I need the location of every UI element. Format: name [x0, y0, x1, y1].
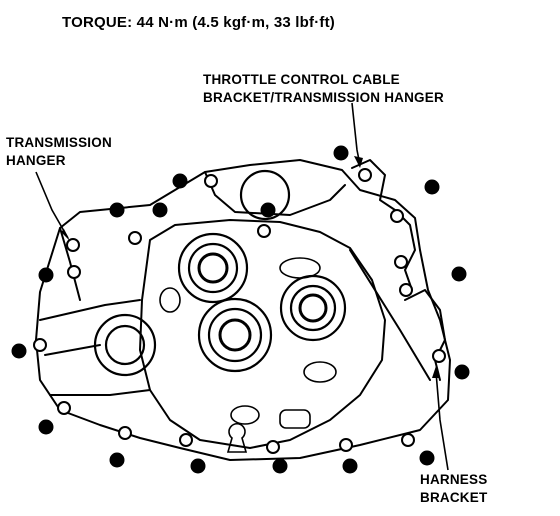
boss-5	[33, 338, 47, 352]
leader-throttle	[351, 102, 361, 166]
throttle-callout-line2: BRACKET/TRANSMISSION HANGER	[203, 90, 444, 105]
hanger-callout-line2: HANGER	[6, 153, 66, 168]
boss-1	[66, 238, 80, 252]
bolt-8	[454, 364, 470, 380]
boss-9	[257, 224, 271, 238]
passage-2	[303, 361, 337, 383]
bolt-7	[451, 266, 467, 282]
boss-11	[339, 438, 353, 452]
case-inner-outline	[139, 219, 386, 449]
bolt-10	[11, 343, 27, 359]
boss-17	[358, 168, 372, 182]
bolt-11	[38, 419, 54, 435]
bolt-14	[272, 458, 288, 474]
boss-6	[57, 401, 71, 415]
passage-3	[230, 405, 260, 425]
harness-bracket-callout: HARNESS BRACKET	[420, 471, 487, 507]
housing-outline	[35, 159, 451, 461]
boss-7	[118, 426, 132, 440]
bolt-9	[38, 267, 54, 283]
bearing-bore-top	[177, 232, 249, 304]
passage-4	[159, 287, 181, 313]
boss-2	[67, 265, 81, 279]
boss-14	[394, 255, 408, 269]
boss-10	[266, 440, 280, 454]
bearing-bore-left	[93, 313, 157, 377]
arrowhead-hanger	[61, 229, 70, 241]
bolt-2	[109, 202, 125, 218]
hanger-callout-line1: TRANSMISSION	[6, 135, 112, 150]
boss-15	[399, 283, 413, 297]
bolt-12	[109, 452, 125, 468]
stiffener	[349, 249, 431, 381]
bolt-1	[172, 173, 188, 189]
boss-3	[128, 231, 142, 245]
bolt-15	[342, 458, 358, 474]
torque-label: TORQUE:	[62, 14, 133, 31]
boss-4	[204, 174, 218, 188]
throttle-callout-line1: THROTTLE CONTROL CABLE	[203, 72, 400, 87]
bolt-16	[419, 450, 435, 466]
bolt-3	[152, 202, 168, 218]
boss-12	[401, 433, 415, 447]
passage-1	[279, 257, 321, 279]
boss-8	[179, 433, 193, 447]
harness-bracket-shape	[404, 289, 446, 381]
throttle-bracket-callout: THROTTLE CONTROL CABLE BRACKET/TRANSMISS…	[203, 71, 444, 107]
bearing-bore-center	[197, 297, 273, 373]
leader-harness	[435, 371, 449, 471]
passage-5	[279, 409, 311, 429]
boss-13	[432, 349, 446, 363]
bolt-6	[424, 179, 440, 195]
boss-16	[390, 209, 404, 223]
torque-spec: TORQUE: 44 N·m (4.5 kgf·m, 33 lbf·ft)	[62, 14, 335, 31]
transmission-hanger-callout: TRANSMISSION HANGER	[6, 134, 112, 170]
harness-callout-line1: HARNESS	[420, 472, 488, 487]
left-flange	[39, 299, 151, 396]
bolt-13	[190, 458, 206, 474]
bolt-5	[333, 145, 349, 161]
keyhole	[226, 423, 248, 453]
bearing-bore-right	[279, 274, 347, 342]
upper-boss	[239, 169, 291, 221]
arrowhead-throttle	[354, 156, 363, 168]
bolt-4	[260, 202, 276, 218]
left-rib	[59, 227, 81, 301]
arrowhead-harness	[432, 366, 440, 378]
harness-callout-line2: BRACKET	[420, 490, 488, 505]
torque-value: 44 N·m (4.5 kgf·m, 33 lbf·ft)	[136, 14, 335, 31]
leader-hanger	[35, 171, 69, 239]
